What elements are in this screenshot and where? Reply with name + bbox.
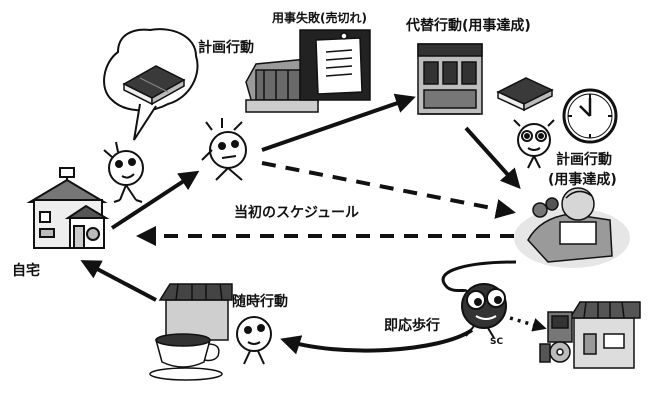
- clock-icon: [562, 88, 618, 144]
- book-icon: [122, 65, 186, 106]
- character-icon: SC: [461, 283, 507, 347]
- house-icon: [26, 167, 110, 249]
- cd-shop-icon: [568, 301, 641, 369]
- svg-text:SC: SC: [490, 337, 503, 347]
- arrow-cafe-to-home: [80, 260, 157, 302]
- character-icon: [513, 119, 555, 169]
- dashed-arrow-plan-to-goal: [261, 161, 516, 219]
- label-errand-failure: 用事失敗(売切れ): [272, 11, 367, 25]
- label-home: 自宅: [12, 263, 40, 279]
- shop-icon: [417, 43, 483, 115]
- memo-icon: [299, 29, 371, 101]
- label-planned-action-2-line2: (用事達成): [548, 172, 617, 188]
- book-icon: [496, 77, 554, 112]
- character-icon: [201, 118, 247, 181]
- label-spontaneous-action: 随時行動: [232, 294, 288, 310]
- label-initial-schedule: 当初のスケジュール: [234, 205, 360, 221]
- label-alternative-action: 代替行動(用事達成): [406, 18, 531, 34]
- arrow-walker-to-cafe: [280, 328, 474, 355]
- label-planned-action-1: 計画行動: [198, 40, 254, 56]
- arrow-alternative-to-goal: [464, 126, 521, 189]
- relaxing-person-icon: [514, 187, 630, 268]
- character-icon: [236, 316, 272, 365]
- dotted-arrow-walker-to-shop: [509, 316, 547, 332]
- label-planned-action-2-line1: 計画行動: [556, 152, 612, 168]
- pc-icon: [539, 311, 573, 363]
- arrow-plan-to-alternative: [261, 93, 416, 152]
- character-icon: [103, 141, 144, 203]
- thought-bubble: [103, 28, 199, 141]
- path-goal-to-walker: [441, 260, 517, 293]
- cafe-icon: [149, 283, 233, 381]
- arrow-home-to-plan: [110, 170, 200, 230]
- label-responsive-walk: 即応歩行: [384, 318, 440, 334]
